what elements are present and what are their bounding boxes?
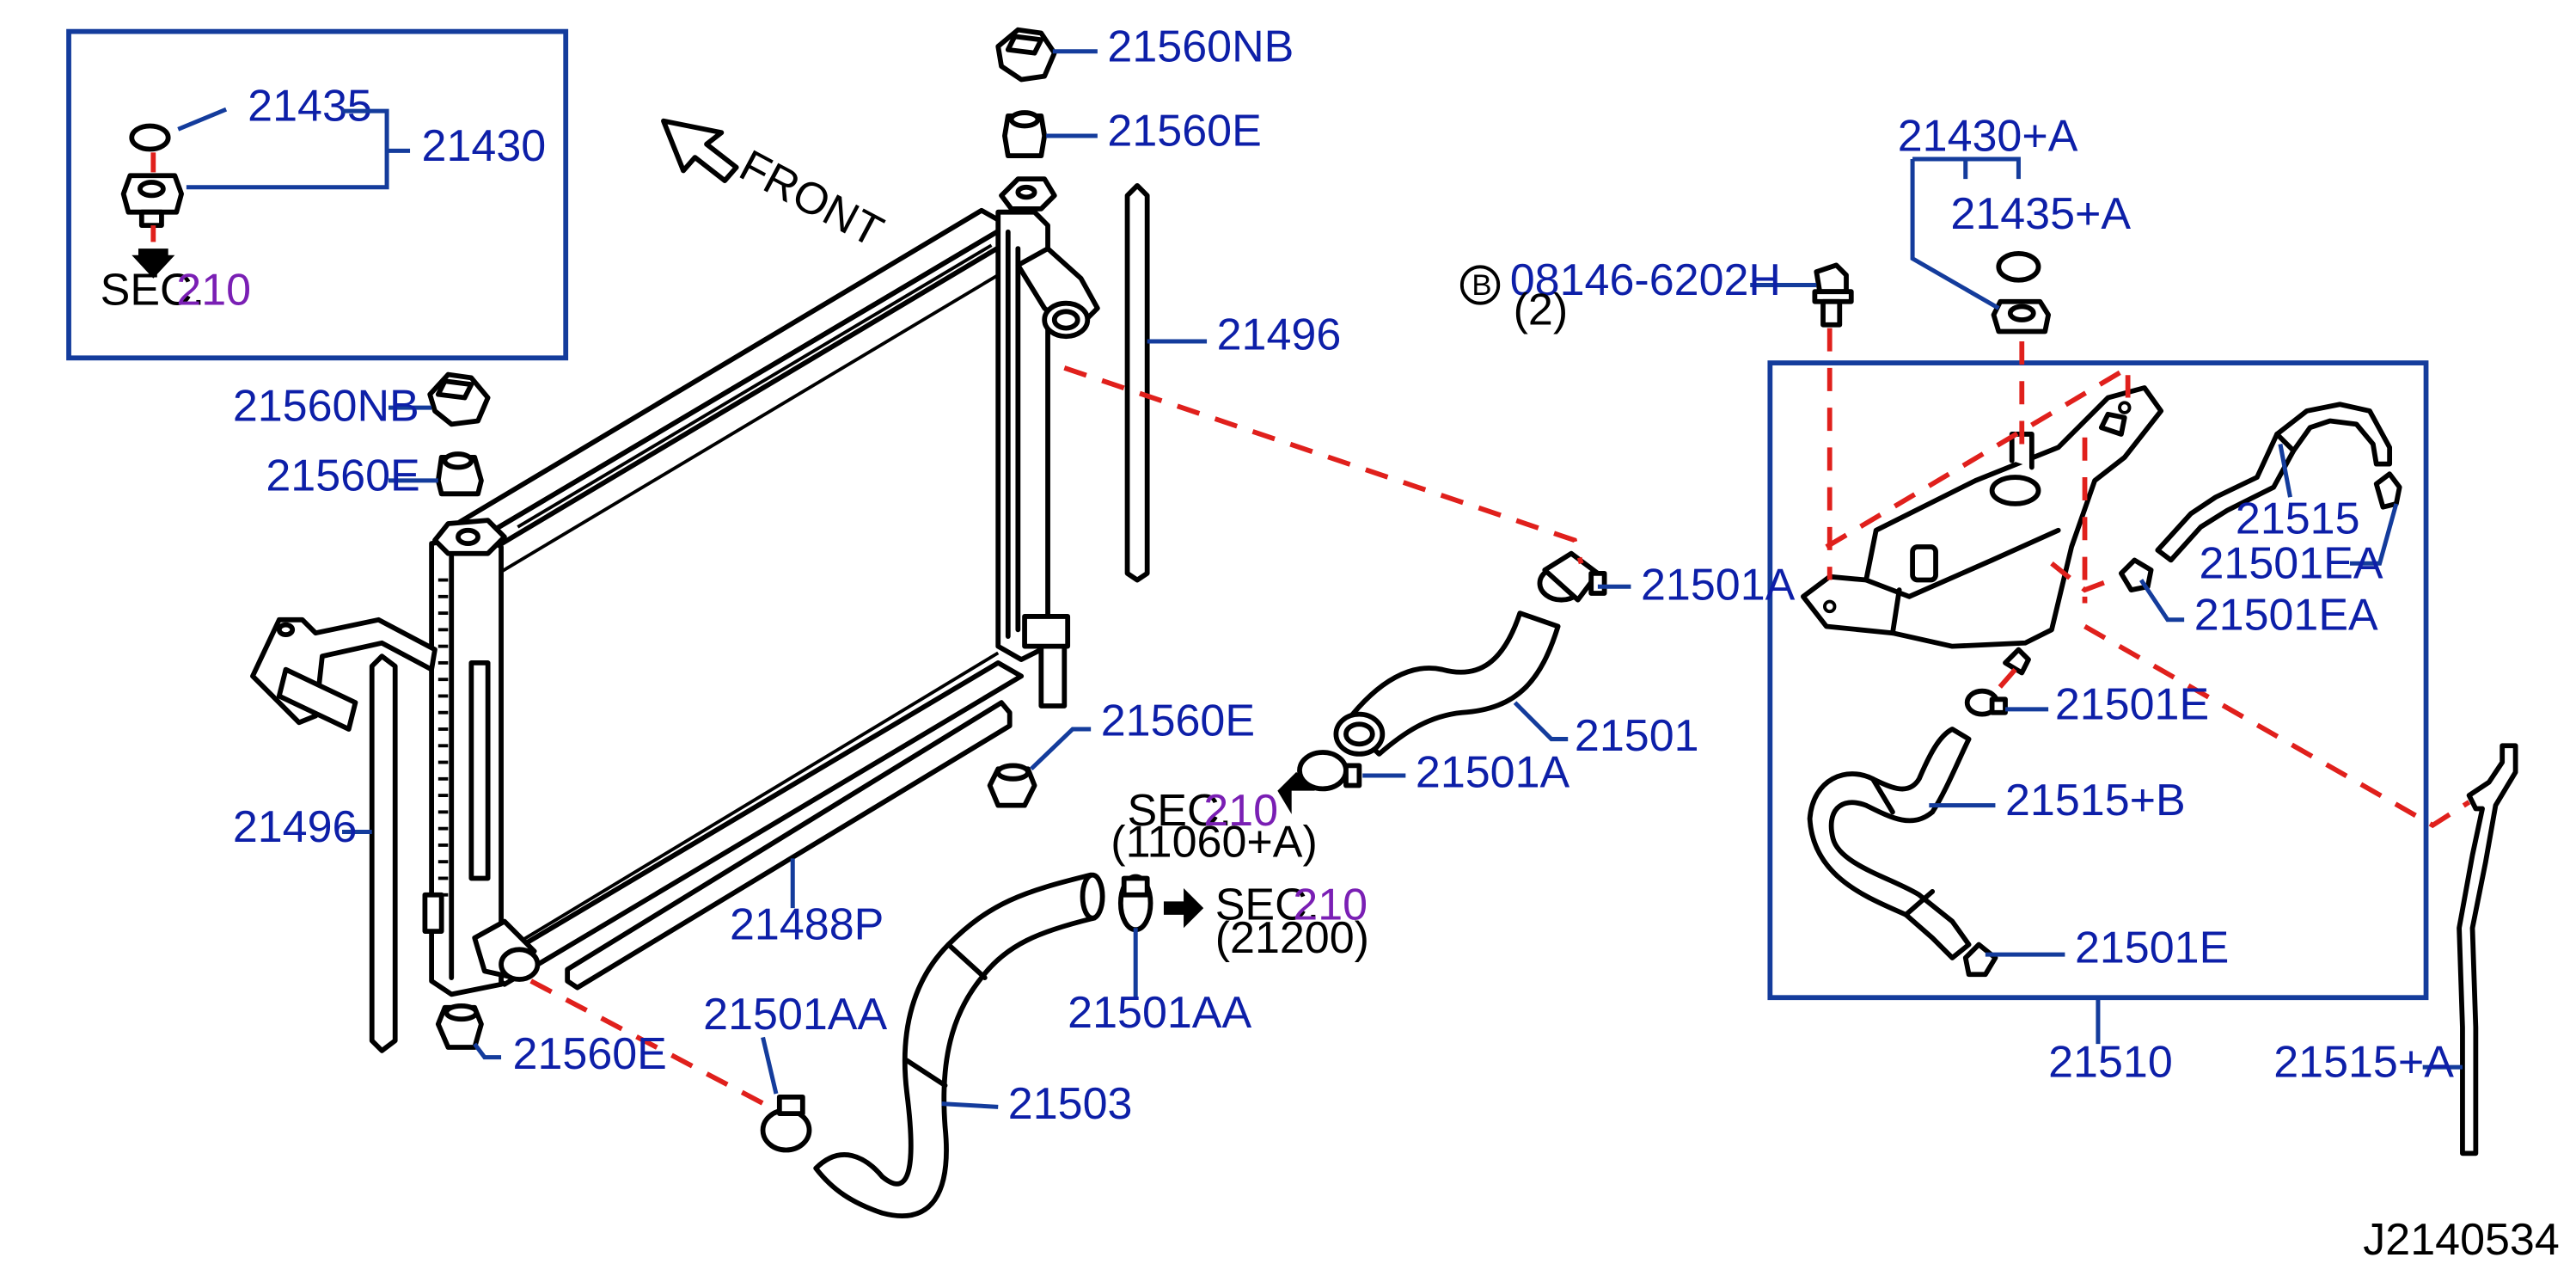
radiator-cap-inset xyxy=(120,173,184,228)
label-21515B: 21515+B xyxy=(2005,776,2186,825)
front-indicator: FRONT xyxy=(661,118,890,257)
label-21503: 21503 xyxy=(1008,1079,1133,1129)
sec-arrow-1-icon xyxy=(1277,771,1315,814)
bottom-seal xyxy=(565,700,1013,991)
label-21501AA-right: 21501AA xyxy=(1068,988,1251,1038)
left-fins xyxy=(437,578,449,897)
label-21488P: 21488P xyxy=(730,900,884,950)
front-label: FRONT xyxy=(731,141,890,257)
leader-21435 xyxy=(177,107,228,132)
hose-21515 xyxy=(2155,402,2393,563)
label-21501A-low: 21501A xyxy=(1416,747,1570,797)
label-21501A-top: 21501A xyxy=(1641,561,1796,610)
cap-inset: 21435 21430 SEC. 210 xyxy=(66,28,569,361)
label-21560E-left: 21560E xyxy=(266,451,419,500)
clamp-21501AA-left xyxy=(760,1094,812,1153)
leader-lines xyxy=(342,49,2463,1109)
label-21430: 21430 xyxy=(422,121,547,171)
label-21560E-mid: 21560E xyxy=(1101,696,1255,746)
diagram-id: J2140534 xyxy=(2363,1215,2560,1265)
side-seal-left xyxy=(369,653,398,1053)
inset-arrow-icon xyxy=(132,248,175,279)
label-21501: 21501 xyxy=(1575,711,1699,761)
reservoir-cap xyxy=(1991,298,2052,334)
upper-outlet xyxy=(1015,246,1100,340)
sec2-sub: (21200) xyxy=(1215,913,1369,963)
sec1-sub: (11060+A) xyxy=(1111,817,1317,867)
mount-21560NB-top xyxy=(995,27,1057,83)
clamp-21501E-2 xyxy=(1962,942,1998,978)
label-21501E-2: 21501E xyxy=(2075,923,2229,973)
upper-hose xyxy=(1333,610,1561,757)
left-bracket xyxy=(250,617,437,732)
label-21560E-bottom: 21560E xyxy=(513,1029,667,1079)
part-labels: 21560NB 21560E 21496 21560NB 21560E 2156… xyxy=(233,21,2560,1265)
label-21515: 21515 xyxy=(2236,494,2360,544)
label-21501AA-left: 21501AA xyxy=(703,990,887,1040)
bushing-21560E-mid xyxy=(987,763,1037,808)
label-bolt-part: 08146-6202H xyxy=(1510,255,1781,305)
bushing-21560E-left xyxy=(435,451,484,497)
reservoir-tank xyxy=(1800,385,2164,676)
lower-outlet xyxy=(472,918,541,982)
bolt-b-circle-icon xyxy=(1459,265,1501,305)
sec-arrow-2-icon xyxy=(1163,888,1204,929)
label-21560E-top: 21560E xyxy=(1107,107,1261,156)
label-21560NB-left: 21560NB xyxy=(233,382,419,432)
label-21501E-1: 21501E xyxy=(2055,679,2209,729)
inset-frame xyxy=(66,28,569,361)
label-21496-left: 21496 xyxy=(233,802,358,852)
bushing-21560E-bottom xyxy=(435,1003,484,1050)
reservoir-seal xyxy=(1996,250,2041,283)
hose-21515B xyxy=(1807,727,1972,960)
label-21435A: 21435+A xyxy=(1950,189,2131,239)
connection-lines xyxy=(529,328,2471,1113)
label-21560NB-top: 21560NB xyxy=(1107,21,1294,71)
radiator-core xyxy=(250,176,1100,997)
seal-ring xyxy=(129,123,171,152)
label-21510: 21510 xyxy=(2048,1038,2173,1088)
label-21435: 21435 xyxy=(248,82,372,132)
sec1-label: SEC. xyxy=(1128,786,1232,836)
clamp-21501E-1 xyxy=(1964,688,2008,717)
label-21430A: 21430+A xyxy=(1898,111,2078,161)
sec1-number: 210 xyxy=(1203,786,1278,836)
inset-sec-number: 210 xyxy=(176,266,251,316)
label-bolt-qty: (2) xyxy=(1514,285,1569,335)
label-21501EA-1: 21501EA xyxy=(2199,539,2383,589)
lower-hose xyxy=(813,872,1105,1218)
clamp-21501EA-1 xyxy=(2373,471,2402,510)
mount-21560NB-left xyxy=(427,371,491,427)
inset-sec-label: SEC. xyxy=(101,266,205,316)
clamp-21501A-top xyxy=(1537,550,1607,603)
bolt-b-letter: B xyxy=(1472,269,1491,302)
bolt-08146-6202H xyxy=(1812,262,1854,328)
label-21496-right: 21496 xyxy=(1217,310,1342,360)
clamp-21501A-low xyxy=(1297,750,1362,792)
label-21501EA-2: 21501EA xyxy=(2194,590,2378,640)
label-21515A: 21515+A xyxy=(2273,1038,2454,1088)
hose-21515A xyxy=(2457,743,2518,1156)
sec2-label: SEC. xyxy=(1215,880,1319,930)
front-arrow-icon xyxy=(661,118,739,183)
clamp-21501AA-right xyxy=(1117,874,1153,933)
bushing-21560E-top xyxy=(1002,110,1048,159)
sec2-number: 210 xyxy=(1293,880,1368,930)
side-seal-right xyxy=(1124,182,1150,583)
